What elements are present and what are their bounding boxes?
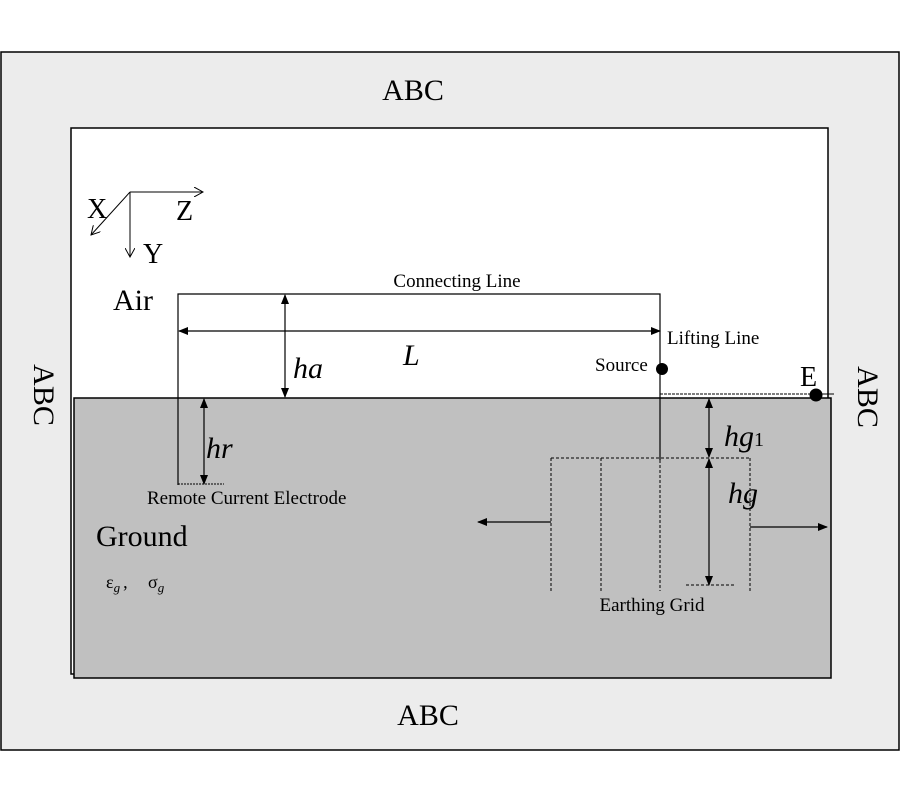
source-point xyxy=(656,363,668,375)
dimension-hr-label: hr xyxy=(206,432,233,465)
x-axis-label: X xyxy=(87,194,107,225)
ground-label: Ground xyxy=(96,520,188,553)
air-label: Air xyxy=(113,284,153,317)
source-label: Source xyxy=(595,355,648,376)
dimension-ha-label: ha xyxy=(293,352,323,385)
remote-current-electrode-label: Remote Current Electrode xyxy=(147,488,346,509)
z-axis-label: Z xyxy=(176,196,193,227)
abc-label-left: ABC xyxy=(27,364,60,426)
dimension-l-label: L xyxy=(402,339,420,372)
point-e-marker xyxy=(809,388,823,402)
epsilon-symbol: εg, xyxy=(106,572,128,595)
earthing-grid-label: Earthing Grid xyxy=(599,595,705,616)
abc-label-bottom: ABC xyxy=(397,699,459,732)
abc-label-top: ABC xyxy=(382,74,444,107)
ground-parameters: εg, σg xyxy=(106,572,165,595)
connecting-line-label: Connecting Line xyxy=(393,271,520,292)
earthing-grid xyxy=(550,457,751,591)
coordinate-axes: X Z Y xyxy=(87,192,203,270)
y-axis-label: Y xyxy=(143,239,163,270)
dimension-hg-label: hg xyxy=(728,477,758,510)
dimension-hg1-label: hg1 xyxy=(724,420,764,453)
abc-label-right: ABC xyxy=(851,366,884,428)
sigma-symbol: σg xyxy=(148,572,165,595)
lifting-line-label: Lifting Line xyxy=(667,328,759,349)
x-axis-arrow xyxy=(91,191,131,235)
point-e-label: E xyxy=(800,362,817,393)
connecting-line-wire xyxy=(177,293,661,485)
ground-region xyxy=(73,397,832,679)
